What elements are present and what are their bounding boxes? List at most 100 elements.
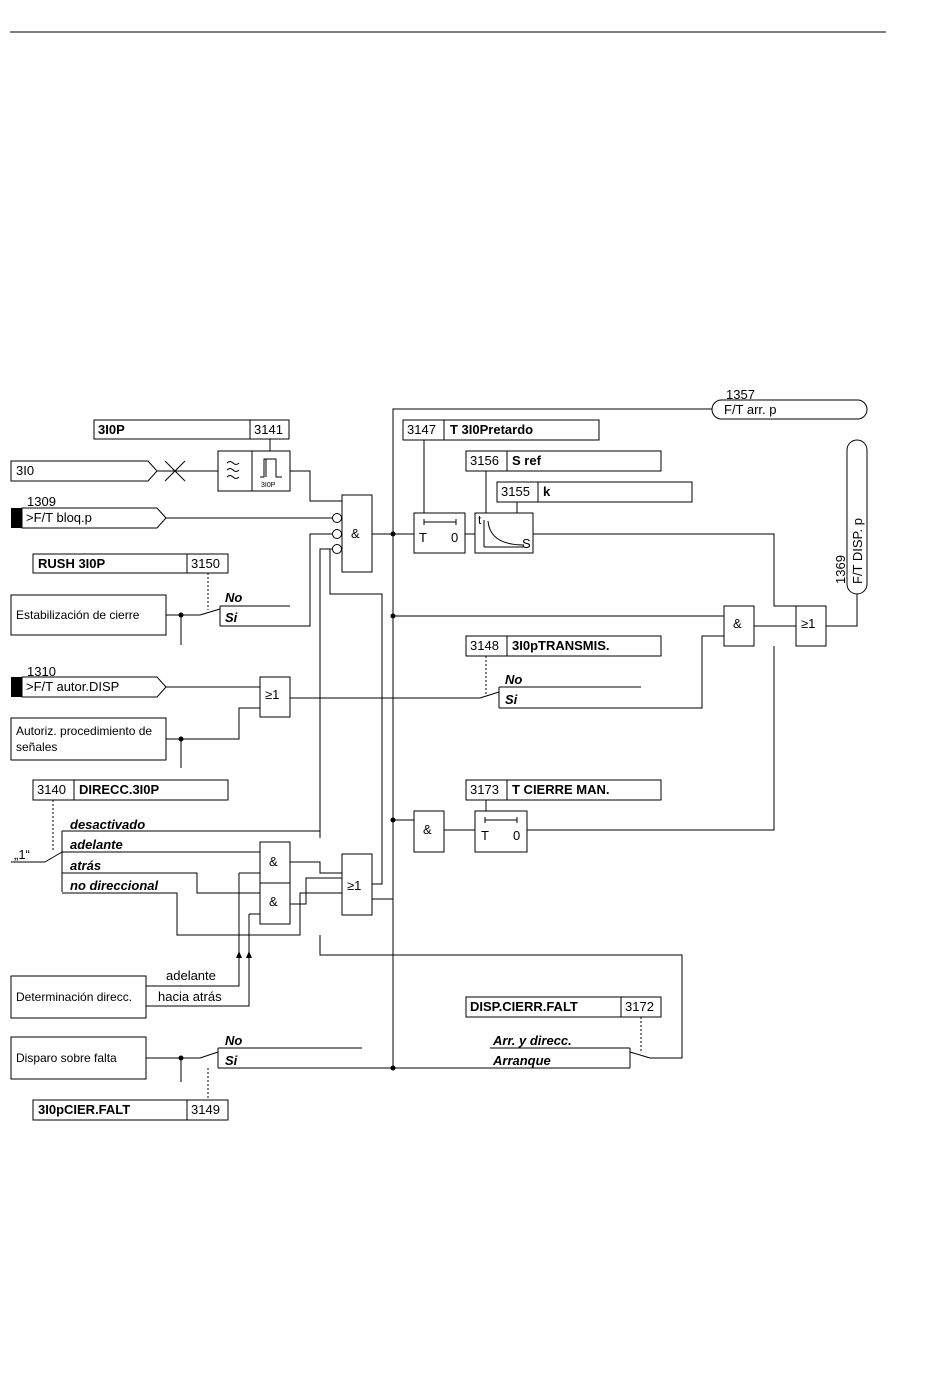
param-3148: 3148 3I0pTRANSMIS. xyxy=(465,635,662,657)
param-3140-num: 3140 xyxy=(37,782,66,797)
wire-or-to-output xyxy=(826,594,858,627)
param-3156-num: 3156 xyxy=(470,453,499,468)
filter-block: 3I0P xyxy=(217,450,291,492)
and-gate-transmit: & xyxy=(723,605,755,647)
and-gate-forward: & xyxy=(259,841,291,884)
param-3150-name: RUSH 3I0P xyxy=(38,556,106,571)
param-3149-num: 3149 xyxy=(191,1102,220,1117)
switch-3148-si: Si xyxy=(505,692,518,707)
box-determinacion-label: Determinación direcc. xyxy=(16,990,132,1004)
svg-text:S: S xyxy=(522,536,531,551)
param-3148-num: 3148 xyxy=(470,638,499,653)
switch-3140-nodir: no direccional xyxy=(70,878,159,893)
input-3i0-label: 3I0 xyxy=(16,463,34,478)
and-gate-reverse: & xyxy=(259,882,291,925)
wire-inverse-to-or xyxy=(533,533,796,607)
param-3150: RUSH 3I0P 3150 xyxy=(32,553,229,574)
box-autoriz-line1: Autoriz. procedimiento de xyxy=(16,724,152,738)
param-3173-num: 3173 xyxy=(470,782,499,797)
param-3150-num: 3150 xyxy=(191,556,220,571)
wire-fault-close xyxy=(319,935,683,1059)
box-estabilizacion: Estabilización de cierre xyxy=(10,594,167,636)
param-3172: DISP.CIERR.FALT 3172 xyxy=(465,996,662,1018)
filter-label: 3I0P xyxy=(261,482,276,489)
param-3147: 3147 T 3I0Pretardo xyxy=(402,419,600,441)
box-estabilizacion-label: Estabilización de cierre xyxy=(16,608,140,622)
switch-3172-arr-dir: Arr. y direcc. xyxy=(492,1033,572,1048)
switch-3150-si: Si xyxy=(225,610,238,625)
box-determinacion: Determinación direcc. xyxy=(10,975,147,1019)
svg-text:≥1: ≥1 xyxy=(801,616,815,631)
output-1369-num: 1369 xyxy=(833,555,848,584)
svg-text:&: & xyxy=(269,894,278,909)
svg-text:T: T xyxy=(481,828,489,843)
switch-3149-si: Si xyxy=(225,1053,238,1068)
param-3173: 3173 T CIERRE MAN. xyxy=(465,779,662,801)
param-3141-num: 3141 xyxy=(254,422,283,437)
param-3156: 3156 S ref xyxy=(465,450,662,472)
param-3149: 3I0pCIER.FALT 3149 xyxy=(32,1099,229,1121)
output-1369-label: F/T DISP. p xyxy=(850,518,865,584)
wire-manual-close-to-or xyxy=(527,646,775,831)
switch-3140-desactivado: desactivado xyxy=(70,817,145,832)
output-1357-num: 1357 xyxy=(726,387,755,402)
constant-one: „1“ xyxy=(14,847,30,862)
svg-text:≥1: ≥1 xyxy=(265,687,279,702)
or-gate-final: ≥1 xyxy=(795,605,827,647)
inverse-time-block: t S xyxy=(474,512,534,554)
wire-threshold-to-and xyxy=(290,470,342,502)
param-3172-num: 3172 xyxy=(625,999,654,1014)
threshold-icon xyxy=(260,458,282,478)
switch-3150-no: No xyxy=(225,590,242,605)
output-1357: 1357 F/T arr. p xyxy=(711,387,868,420)
param-3140-name: DIRECC.3I0P xyxy=(79,782,160,797)
svg-text:0: 0 xyxy=(451,530,458,545)
input-1309-num: 1309 xyxy=(27,494,56,509)
switch-3148-no: No xyxy=(505,672,522,687)
param-3147-name: T 3I0Pretardo xyxy=(450,422,533,437)
box-autoriz: Autoriz. procedimiento de señales xyxy=(10,717,167,761)
input-1310-label: >F/T autor.DISP xyxy=(26,679,119,694)
param-3141: 3I0P 3141 xyxy=(93,419,290,440)
switch-3140-adelante: adelante xyxy=(70,837,123,852)
param-3172-name: DISP.CIERR.FALT xyxy=(470,999,578,1014)
svg-text:&: & xyxy=(351,526,360,541)
param-3155: 3155 k xyxy=(496,481,693,503)
and-gate-main: & xyxy=(332,494,373,573)
param-3173-name: T CIERRE MAN. xyxy=(512,782,610,797)
wire-main-pickup xyxy=(392,408,712,1068)
box-autoriz-line2: señales xyxy=(16,740,57,754)
input-1310-num: 1310 xyxy=(27,664,56,679)
dir-output-hacia: hacia atrás xyxy=(158,989,222,1004)
switch-3149-no: No xyxy=(225,1033,242,1048)
switch-3172-arranque: Arranque xyxy=(492,1053,551,1068)
switch-3140-atras: atrás xyxy=(70,858,101,873)
param-3148-name: 3I0pTRANSMIS. xyxy=(512,638,610,653)
param-3141-name: 3I0P xyxy=(98,422,125,437)
input-1309-label: >F/T bloq.p xyxy=(26,510,92,525)
output-1357-label: F/T arr. p xyxy=(724,402,777,417)
input-1309: 1309 >F/T bloq.p xyxy=(11,494,167,529)
input-1310: 1310 >F/T autor.DISP xyxy=(11,664,167,698)
param-3149-name: 3I0pCIER.FALT xyxy=(38,1102,130,1117)
box-disparo-label: Disparo sobre falta xyxy=(16,1051,117,1065)
param-3155-name: k xyxy=(543,484,551,499)
svg-text:0: 0 xyxy=(513,828,520,843)
or-gate-direction: ≥1 xyxy=(341,853,373,916)
svg-text:t: t xyxy=(478,513,482,527)
param-3147-num: 3147 xyxy=(407,422,436,437)
dir-output-adelante: adelante xyxy=(166,968,216,983)
timer-t3147: T 0 xyxy=(413,512,466,554)
svg-text:&: & xyxy=(269,854,278,869)
svg-text:&: & xyxy=(423,822,432,837)
wire-desactivado xyxy=(319,548,332,838)
svg-text:T: T xyxy=(419,530,427,545)
input-3i0: 3I0 xyxy=(10,460,158,482)
param-3140: 3140 DIRECC.3I0P xyxy=(32,779,229,801)
or-gate-autor: ≥1 xyxy=(259,676,291,718)
output-1369: F/T DISP. p 1369 xyxy=(833,439,868,595)
svg-text:≥1: ≥1 xyxy=(347,878,361,893)
timer-t3173: T 0 xyxy=(474,810,528,853)
svg-text:&: & xyxy=(733,616,742,631)
